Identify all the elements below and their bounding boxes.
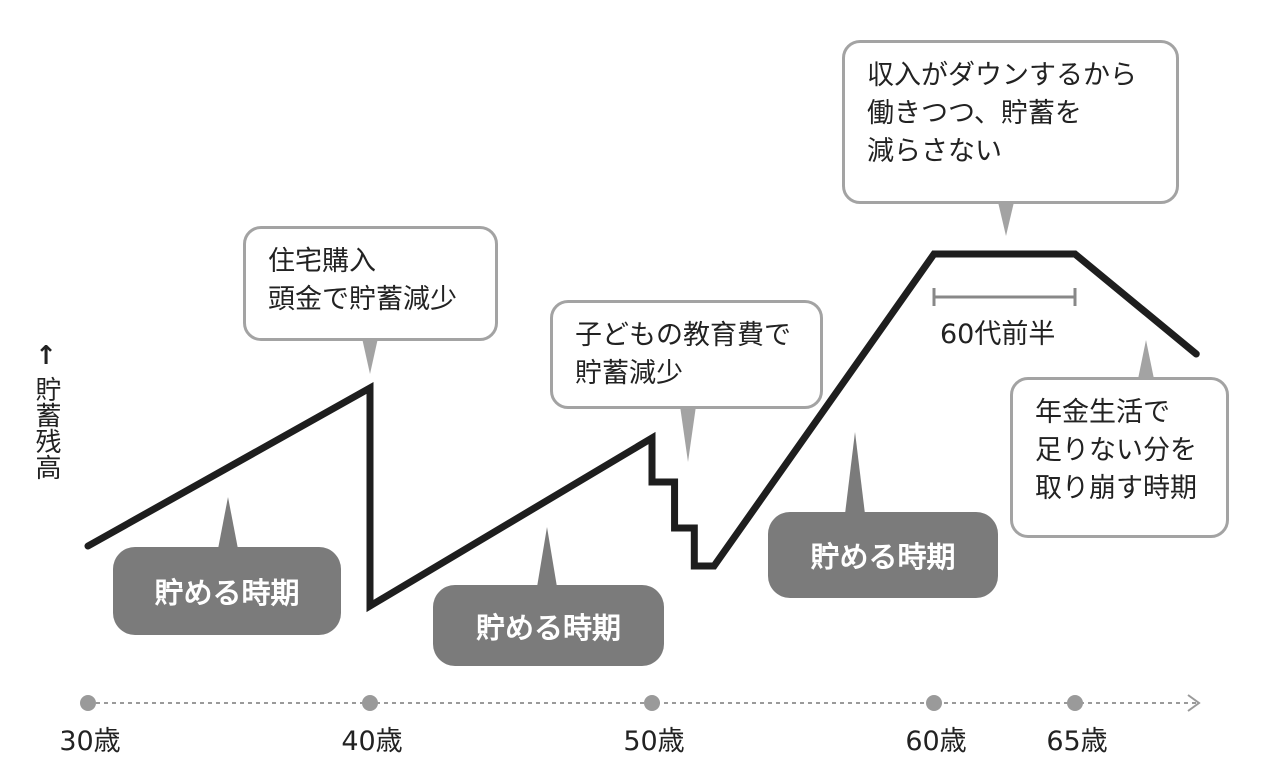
x-tick-dot [1067,695,1083,711]
x-tick-label: 65歳 [1046,726,1107,757]
callout-tail-pension [1138,340,1154,379]
x-tick-label: 40歳 [341,726,402,757]
phase-pill-saving-3: 貯める時期 [768,512,998,598]
phase-pill-saving-2: 貯める時期 [433,585,664,666]
callout-pension: 年金生活で 足りない分を 取り崩す時期 [1010,377,1229,538]
x-tick-label: 30歳 [59,726,120,757]
x-tick-dot [644,695,660,711]
phase-tail-1 [218,497,238,549]
x-tick-dot [80,695,96,711]
callout-house-purchase: 住宅購入 頭金で貯蓄減少 [243,226,498,341]
x-tick-dot [926,695,942,711]
phase-tail-3 [845,432,865,514]
phase-pill-saving-1: 貯める時期 [113,547,341,635]
callout-tail-income [998,202,1014,236]
x-axis-arrow-icon [1187,694,1201,712]
x-tick-label: 60歳 [905,726,966,757]
phase-tail-2 [537,527,557,587]
x-tick-label: 50歳 [623,726,684,757]
savings-balance-line [84,250,1200,613]
range-label: 60代前半 [940,319,1056,350]
y-axis-title: 貯蓄残高 [31,376,61,480]
y-axis-label: ↑ 貯蓄残高 [30,340,62,480]
y-axis-arrow-icon: ↑ [35,341,57,371]
callout-tail-education [680,406,696,462]
callout-income-down: 収入がダウンするから 働きつつ、貯蓄を 減らさない [842,40,1179,204]
callout-tail-house [362,338,378,374]
callout-education: 子どもの教育費で 貯蓄減少 [550,300,823,409]
x-tick-dot [362,695,378,711]
